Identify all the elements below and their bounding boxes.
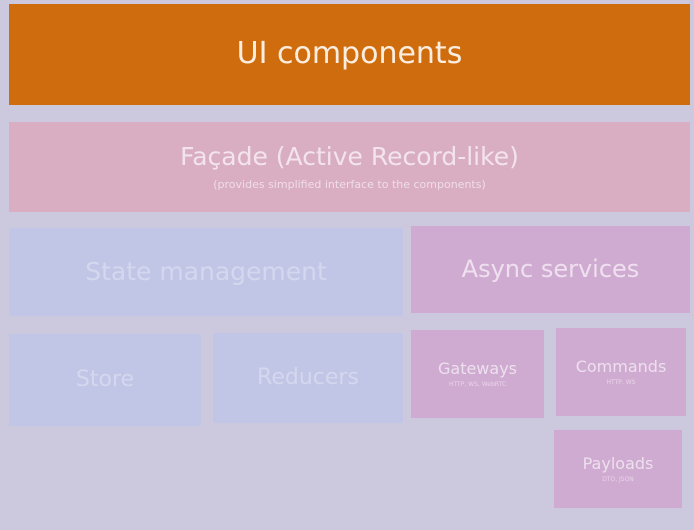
reducers-block: Reducers [213, 333, 403, 423]
commands-sublabel: HTTP, WS [606, 379, 636, 387]
async-services-label: Async services [461, 254, 640, 283]
store-block: Store [9, 334, 201, 426]
payloads-sublabel: DTO, JSON [602, 476, 634, 484]
state-management-label: State management [85, 256, 327, 286]
payloads-block: Payloads DTO, JSON [554, 430, 682, 508]
store-label: Store [75, 367, 135, 393]
facade-label: Façade (Active Record-like) [180, 141, 519, 171]
commands-label: Commands [575, 356, 667, 376]
gateways-block: Gateways HTTP, WS, WebRTC [411, 330, 544, 418]
state-management-block: State management [9, 228, 403, 316]
reducers-label: Reducers [257, 365, 359, 391]
async-services-block: Async services [411, 226, 690, 313]
commands-block: Commands HTTP, WS [556, 328, 686, 416]
facade-block: Façade (Active Record-like) (provides si… [9, 122, 690, 212]
ui-components-label: UI components [236, 36, 463, 72]
ui-components-block: UI components [9, 4, 690, 105]
payloads-label: Payloads [582, 453, 654, 473]
gateways-label: Gateways [437, 358, 517, 378]
gateways-sublabel: HTTP, WS, WebRTC [448, 381, 507, 389]
facade-sublabel: (provides simplified interface to the co… [213, 178, 486, 192]
